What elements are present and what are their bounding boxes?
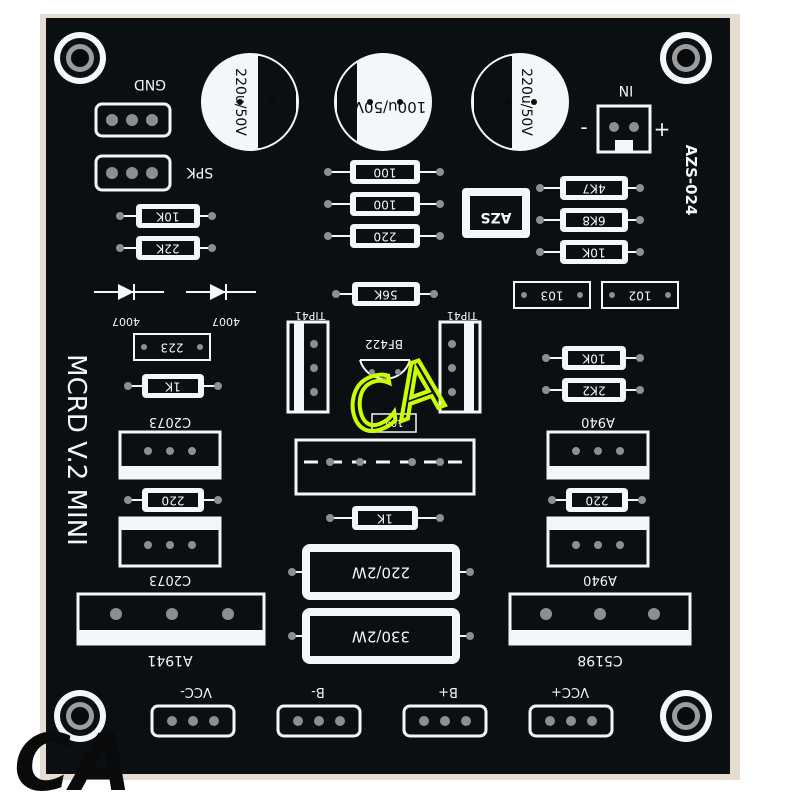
resistor-r14-label: 220 (586, 494, 609, 508)
resistor-r7-label: 10K (155, 210, 179, 224)
resistor-r9-label: 56K (373, 288, 397, 302)
cap-102-label: 102 (629, 289, 652, 303)
cap-103: 103 (513, 281, 591, 309)
cap-104: 104 (371, 413, 417, 433)
resistor-220-2w-label: 220/2W (352, 564, 410, 582)
diode-1: 4007 (94, 284, 164, 328)
transistor-bf422: BF422 (359, 337, 411, 383)
cap-223-label: 223 (161, 341, 184, 355)
cap-102: 102 (601, 281, 679, 309)
resistor-r9: 56K (332, 282, 438, 306)
mounting-hole-top-left (54, 32, 106, 84)
resistor-r12-label: 2K2 (582, 384, 605, 398)
diode-2: 4007 (186, 284, 256, 328)
transistor-a940-top (546, 430, 650, 480)
azs-logo: AZS (462, 188, 530, 238)
b-minus-label: B- (311, 684, 325, 699)
resistor-r1-label: 100 (374, 166, 397, 180)
c2073-bottom-label: C2073 (149, 572, 191, 587)
cap-104-label: 104 (384, 417, 403, 428)
corner-watermark: CA (14, 719, 132, 800)
resistor-r7: 10K (116, 204, 216, 228)
resistor-r8-label: 22K (155, 242, 179, 256)
resistor-r10: 1K (124, 374, 222, 398)
capacitor-2-label: 100u/50V (353, 98, 426, 116)
connector-b-plus: B+ (402, 684, 488, 738)
resistor-r2-label: 100 (374, 198, 397, 212)
mounting-hole-bottom-left (54, 690, 106, 742)
spk-connector: SPK (94, 154, 213, 192)
bf422-label: BF422 (365, 337, 403, 351)
transistor-a1941 (76, 592, 266, 646)
board-code: AZS-024 (682, 145, 700, 216)
resistor-r3-label: 220 (374, 230, 397, 244)
resistor-r6-label: 10K (581, 246, 605, 260)
tip41-left-label: TIP41 (295, 309, 327, 322)
capacitor-1: 220u/50V (201, 53, 299, 151)
resistor-220-2w: 220/2W (288, 544, 474, 600)
resistor-r8: 22K (116, 236, 216, 260)
tip41-right-label: TIP41 (447, 309, 479, 322)
diode-2-label: 4007 (212, 315, 240, 328)
center-bias-block (294, 438, 476, 496)
connector-b-minus: B- (276, 684, 362, 738)
vcc-plus-label: VCC+ (551, 684, 589, 699)
diode-1-label: 4007 (112, 315, 140, 328)
in-label: IN (619, 82, 634, 98)
resistor-r5: 6K8 (536, 208, 644, 232)
transistor-tip41-left: TIP41 (286, 309, 330, 414)
transistor-c2073-bottom (118, 516, 222, 568)
cap-223: 223 (133, 333, 211, 361)
resistor-r6: 10K (536, 240, 644, 264)
transistor-a940-bottom (546, 516, 650, 568)
gnd-label: GND (134, 76, 166, 92)
transistor-c2073-top (118, 430, 222, 480)
resistor-r4: 4K7 (536, 176, 644, 200)
capacitor-3: 220u/50V (471, 53, 569, 151)
capacitor-2: 100u/50V (334, 53, 432, 151)
capacitor-1-label: 220u/50V (232, 68, 248, 136)
c5198-label: C5198 (577, 652, 622, 668)
a940-bottom-label: A940 (583, 572, 617, 587)
azs-logo-text: AZS (480, 209, 511, 225)
resistor-r13: 220 (124, 488, 222, 512)
resistor-r12: 2K2 (542, 378, 644, 402)
resistor-330-2w: 330/2W (288, 608, 474, 664)
c2073-top-label: C2073 (149, 414, 191, 429)
a1941-label: A1941 (147, 652, 192, 668)
transistor-c5198 (508, 592, 692, 646)
resistor-r15: 1K (326, 506, 444, 530)
cap-103-label: 103 (541, 289, 564, 303)
mounting-hole-top-right (660, 32, 712, 84)
in-connector: IN - + (580, 82, 671, 154)
resistor-r13-label: 220 (162, 494, 185, 508)
b-plus-label: B+ (438, 684, 458, 699)
resistor-r4-label: 4K7 (582, 182, 605, 196)
connector-vcc-plus: VCC+ (528, 684, 614, 738)
resistor-r1: 100 (324, 160, 444, 184)
resistor-r3: 220 (324, 224, 444, 248)
resistor-330-2w-label: 330/2W (352, 628, 410, 646)
a940-top-label: A940 (581, 414, 615, 429)
transistor-tip41-right: TIP41 (438, 309, 482, 414)
resistor-r15-label: 1K (376, 512, 393, 526)
resistor-r5-label: 6K8 (582, 214, 605, 228)
resistor-r2: 100 (324, 192, 444, 216)
mounting-hole-bottom-right (660, 690, 712, 742)
connector-vcc-minus: VCC- (150, 684, 236, 738)
resistor-r10-label: 1K (164, 380, 181, 394)
vcc-minus-label: VCC- (180, 684, 212, 699)
gnd-connector: GND (94, 76, 172, 138)
in-minus-mark: - (580, 115, 587, 139)
capacitor-3-label: 220u/50V (518, 68, 534, 136)
spk-label: SPK (186, 164, 213, 180)
board-title: MCRD V.2 MINI (61, 354, 91, 546)
resistor-r11: 10K (542, 346, 644, 370)
resistor-r14: 220 (548, 488, 646, 512)
resistor-r11-label: 10K (581, 352, 605, 366)
in-plus-mark: + (654, 117, 671, 141)
